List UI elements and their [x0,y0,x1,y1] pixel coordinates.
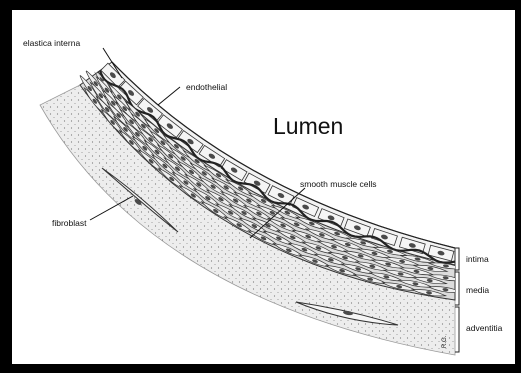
label-endothelial: endothelial [186,82,227,92]
label-lumen: Lumen [273,113,343,139]
label-media: media [466,285,489,295]
label-elastica-interna: elastica interna [23,38,80,48]
label-smooth-muscle: smooth muscle cells [300,179,377,189]
label-intima: intima [466,254,489,264]
leader-endothelial [158,87,180,105]
label-fibroblast: fibroblast [52,218,87,228]
layer-brackets [455,248,459,352]
artist-signature: R.G. [442,335,448,348]
label-adventitia: adventitia [466,323,503,333]
